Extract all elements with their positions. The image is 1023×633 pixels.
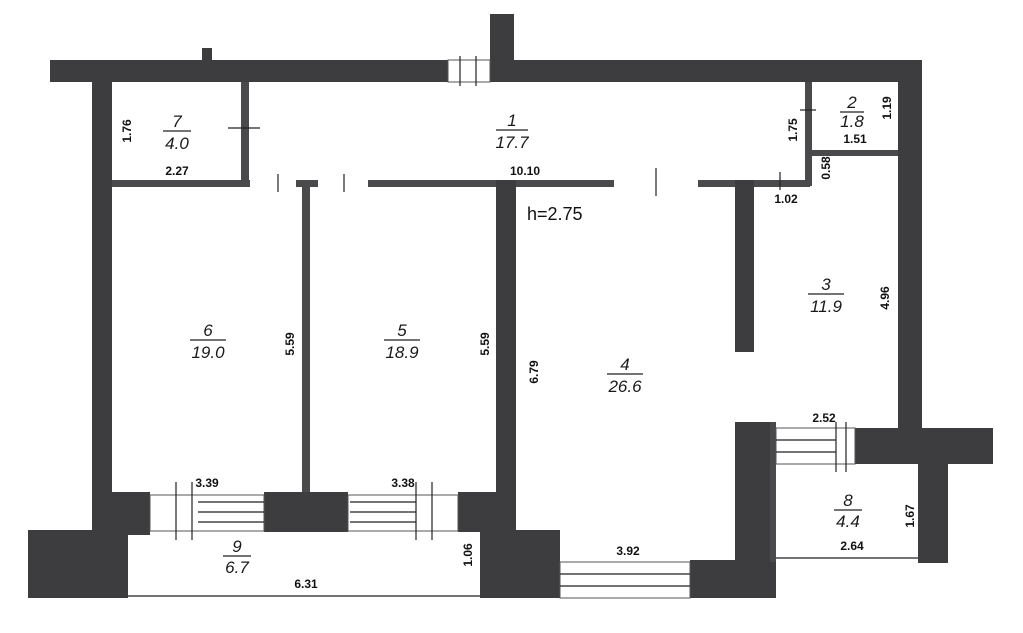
room-number: 6 xyxy=(203,321,213,340)
room-labels: 7 4.0 1 17.7 2 1.8 3 11.9 4 26.6 5 18.9 xyxy=(163,93,864,577)
room-number: 7 xyxy=(172,112,182,131)
dimension-label: 1.76 xyxy=(120,119,134,143)
dimension-labels: 1.76 2.27 10.10 1.75 1.19 1.51 0.58 1.02… xyxy=(120,96,917,591)
dimension-label: 6.79 xyxy=(527,360,541,384)
room-5-label: 5 18.9 xyxy=(384,321,420,362)
room-number: 5 xyxy=(397,321,407,340)
room-area: 11.9 xyxy=(810,297,842,316)
room-number: 1 xyxy=(507,111,516,130)
dimension-label: 5.59 xyxy=(283,332,297,356)
dimension-label: 4.96 xyxy=(878,286,892,310)
room-2-label: 2 1.8 xyxy=(840,93,864,131)
room-number: 8 xyxy=(843,491,853,510)
dimension-label: 2.52 xyxy=(812,411,836,425)
room-9-label: 9 6.7 xyxy=(223,537,251,577)
dimension-label: 3.39 xyxy=(195,476,219,490)
room-area: 17.7 xyxy=(495,133,529,152)
room-area: 19.0 xyxy=(191,343,225,362)
room-area: 1.8 xyxy=(840,112,864,131)
room-area: 6.7 xyxy=(225,558,249,577)
room-7-label: 7 4.0 xyxy=(163,112,191,153)
dimension-label: 3.38 xyxy=(391,476,415,490)
windows xyxy=(128,109,918,599)
room-1-label: 1 17.7 xyxy=(495,111,529,152)
dimension-label: 1.19 xyxy=(880,96,894,120)
exterior-walls xyxy=(28,14,993,598)
room-number: 3 xyxy=(821,275,831,294)
room-number: 4 xyxy=(620,355,629,374)
dimension-label: 1.67 xyxy=(903,504,917,528)
dimension-label: 1.75 xyxy=(786,118,800,142)
room-number: 2 xyxy=(846,93,857,112)
interior-walls xyxy=(112,82,898,598)
dimension-label: 1.06 xyxy=(461,543,475,567)
dimension-label: 1.51 xyxy=(843,132,867,146)
room-4-label: 4 26.6 xyxy=(607,355,643,396)
dimension-label: 3.92 xyxy=(616,544,640,558)
dimension-label: 10.10 xyxy=(510,164,540,178)
room-area: 4.0 xyxy=(165,134,189,153)
room-number: 9 xyxy=(232,537,242,556)
ceiling-height-label: h=2.75 xyxy=(527,204,583,224)
dimension-label: 0.58 xyxy=(819,156,833,180)
room-3-label: 3 11.9 xyxy=(808,275,844,316)
dimension-label: 2.64 xyxy=(840,539,864,553)
dimension-label: 1.02 xyxy=(774,192,798,206)
room-8-label: 8 4.4 xyxy=(834,491,862,531)
room-6-label: 6 19.0 xyxy=(190,321,226,362)
room-area: 18.9 xyxy=(385,343,419,362)
room-area: 4.4 xyxy=(836,512,860,531)
room-area: 26.6 xyxy=(607,377,642,396)
dimension-label: 5.59 xyxy=(478,332,492,356)
dimension-label: 6.31 xyxy=(294,577,318,591)
dimension-label: 2.27 xyxy=(165,164,189,178)
